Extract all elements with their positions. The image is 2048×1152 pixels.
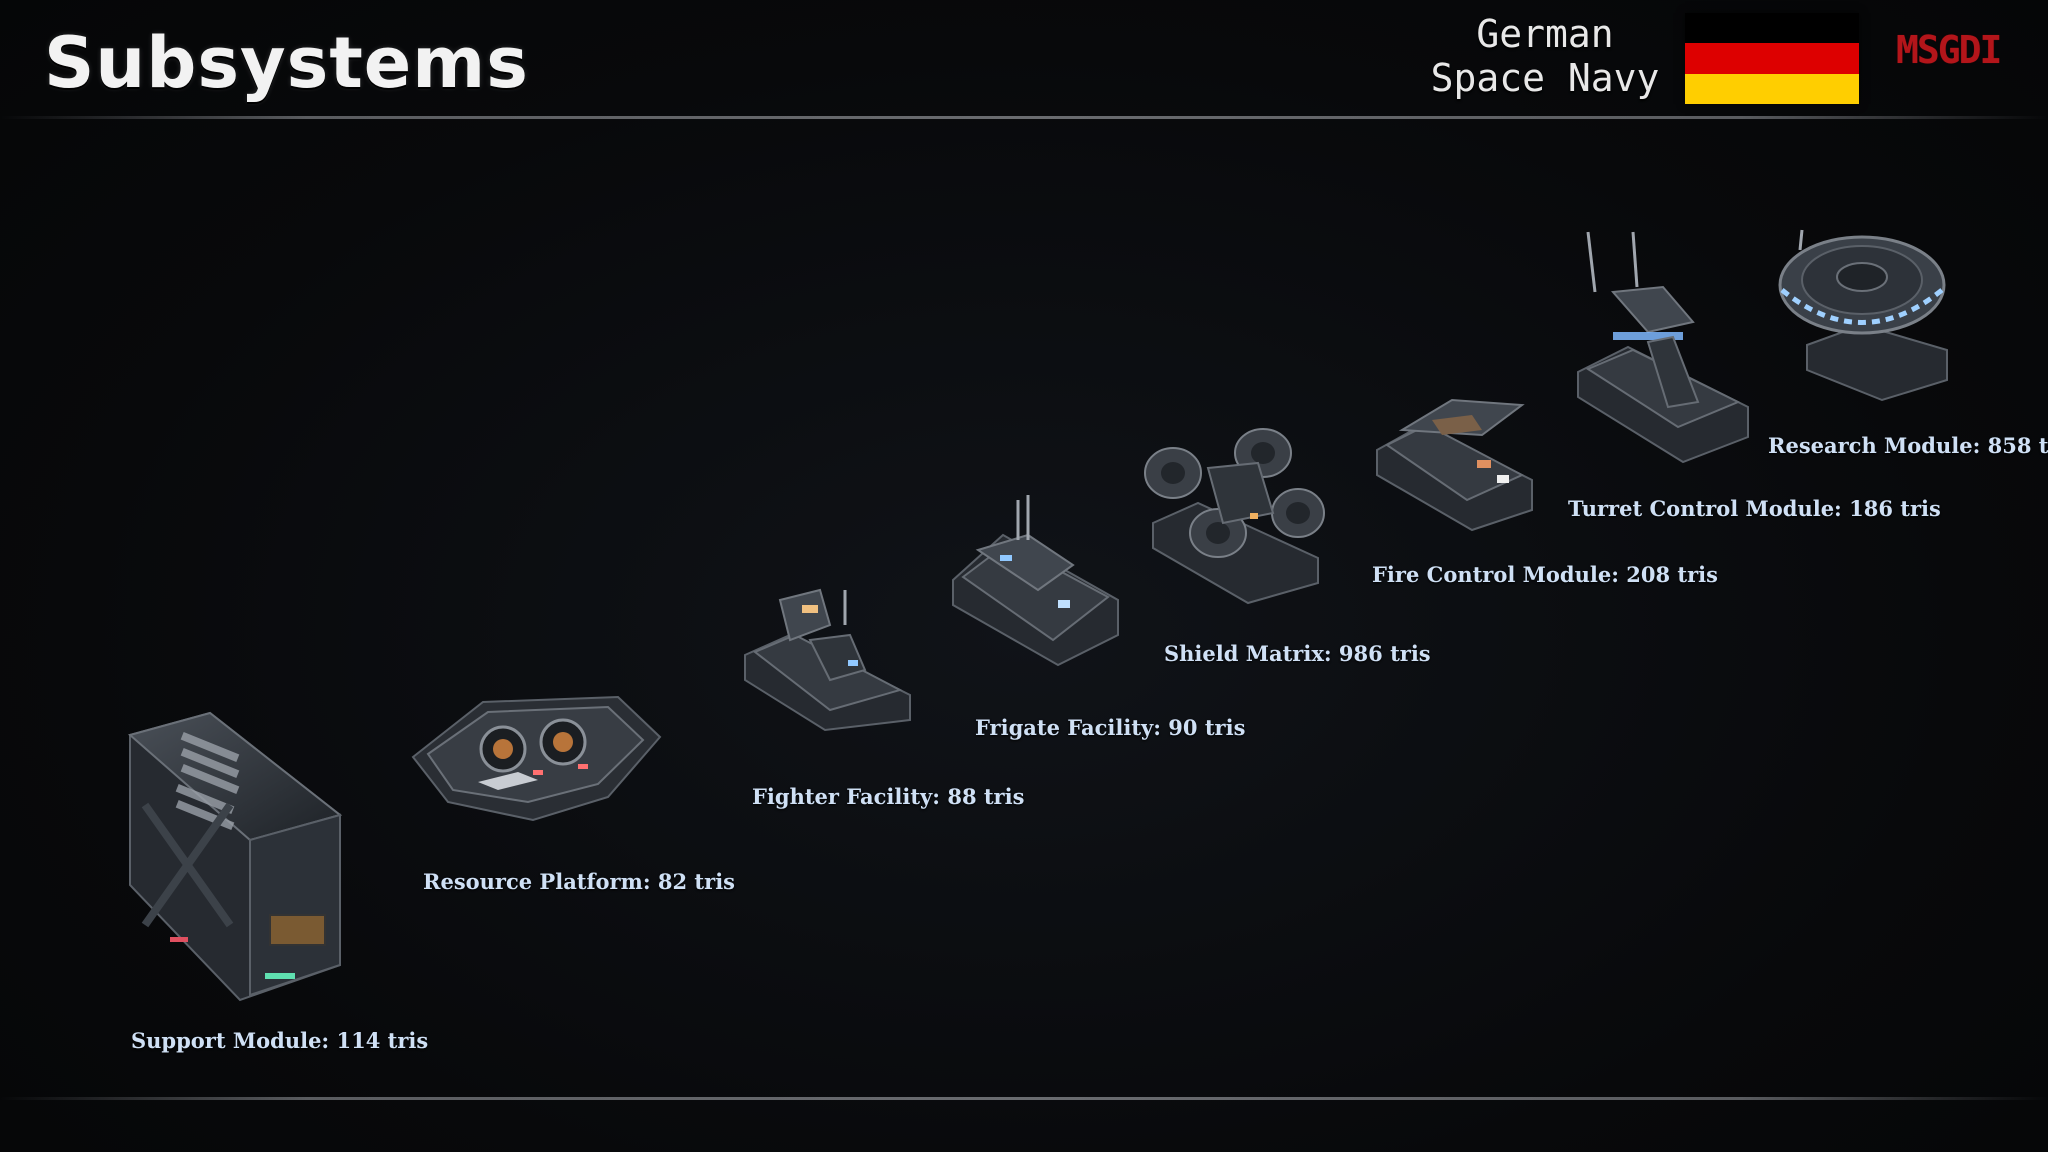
shield-matrix-model <box>1144 428 1325 605</box>
module-label-turret-control-module: Turret Control Module: 186 tris <box>1568 496 1941 521</box>
research-module-model <box>1778 229 1948 402</box>
module-label-shield-matrix: Shield Matrix: 986 tris <box>1164 641 1431 666</box>
footer-divider <box>0 1097 2048 1100</box>
fighter-facility-model <box>744 588 911 732</box>
module-label-research-module: Research Module: 858 tris <box>1768 433 2048 458</box>
page-title: Subsystems <box>44 22 529 104</box>
flag-stripe-red <box>1685 43 1859 74</box>
resource-platform-model <box>411 695 662 822</box>
support-module-model <box>127 711 343 1002</box>
faction-line-1: German <box>1476 12 1614 56</box>
module-label-frigate-facility: Frigate Facility: 90 tris <box>975 715 1246 740</box>
module-label-support: Support Module: 114 tris <box>131 1028 429 1053</box>
flag-stripe-gold <box>1685 73 1859 104</box>
frigate-facility-model <box>952 495 1119 667</box>
flag-stripe-black <box>1685 13 1859 44</box>
module-label-fighter-facility: Fighter Facility: 88 tris <box>752 784 1025 809</box>
module-label-resource-platform: Resource Platform: 82 tris <box>423 869 735 894</box>
msgdi-logo: MSGDI <box>1896 28 2002 72</box>
faction-name: German Space Navy <box>1420 12 1670 100</box>
module-label-fire-control-module: Fire Control Module: 208 tris <box>1372 562 1718 587</box>
faction-line-2: Space Navy <box>1430 56 1660 100</box>
header-divider <box>0 116 2048 119</box>
german-flag <box>1685 13 1859 104</box>
turret-control-module-model <box>1577 231 1749 464</box>
fire-control-module-model <box>1376 398 1533 532</box>
